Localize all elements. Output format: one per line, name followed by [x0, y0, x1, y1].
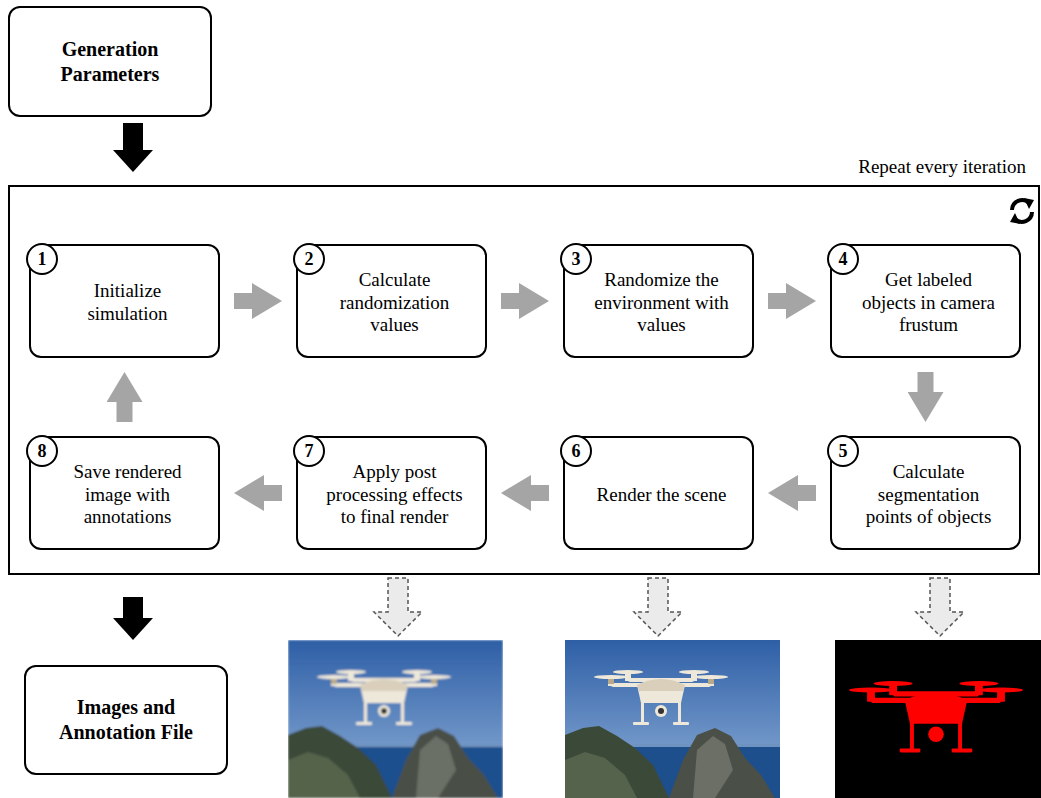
step-text: Apply post processing effects to final r…	[298, 451, 485, 535]
process-box: 1Initialize simulation	[29, 244, 220, 358]
dashed-arrows	[374, 578, 964, 636]
step-text: Save rendered image with annotations	[31, 451, 218, 535]
rendered-image	[565, 640, 780, 798]
callout-number: 2	[293, 243, 325, 275]
flow-arrow	[117, 402, 133, 422]
mask-drone	[849, 681, 1023, 753]
process-box: 4Get labeled objects in camera frustum	[830, 244, 1021, 358]
loop-label: Repeat every iteration	[858, 156, 1026, 179]
callout-number: 6	[560, 435, 592, 467]
flow-arrow	[264, 485, 282, 501]
refresh-head	[1010, 213, 1020, 224]
callout-number: 5	[827, 435, 859, 467]
step-text: Render the scene	[569, 474, 749, 513]
terminal-text: Images and Annotation File	[26, 695, 226, 745]
callout-number: 3	[560, 243, 592, 275]
refresh-icon	[1010, 198, 1034, 224]
callout-number: 8	[26, 435, 58, 467]
process-box: 7Apply post processing effects to final …	[296, 436, 487, 550]
callout-number: 4	[827, 243, 859, 275]
mask-ground	[835, 640, 1041, 798]
step-text: Calculate randomization values	[298, 259, 485, 343]
dashed-arrow	[916, 578, 964, 636]
flow-arrow	[768, 293, 786, 309]
flow-arrow	[123, 597, 143, 618]
photo	[565, 640, 780, 798]
flow-arrow	[918, 372, 934, 392]
callout-number: 7	[293, 435, 325, 467]
post-processed-image	[288, 640, 503, 798]
flow-arrow	[531, 485, 549, 501]
process-box: 5Calculate segmentation points of object…	[830, 436, 1021, 550]
process-box: 6Render the scene	[563, 436, 754, 550]
flow-arrow	[798, 485, 816, 501]
loop-frame: Repeat every iteration1Initialize simula…	[8, 185, 1040, 575]
terminal-box: Generation Parameters	[8, 6, 212, 117]
refresh-head	[1024, 198, 1034, 209]
step-text: Calculate segmentation points of objects	[832, 451, 1019, 535]
callout-number: 1	[26, 243, 58, 275]
process-box: 2Calculate randomization values	[296, 244, 487, 358]
terminal-box: Images and Annotation File	[24, 665, 228, 775]
flow-arrow	[123, 123, 143, 150]
flow-arrow	[234, 293, 252, 309]
photo	[288, 640, 503, 798]
segmentation-mask	[835, 640, 1041, 798]
process-box: 3Randomize the environment with values	[563, 244, 754, 358]
dashed-arrow	[634, 578, 682, 636]
process-box: 8Save rendered image with annotations	[29, 436, 220, 550]
step-text: Initialize simulation	[31, 270, 218, 332]
dashed-arrow	[374, 578, 422, 636]
step-text: Randomize the environment with values	[565, 259, 752, 343]
flow-arrow	[501, 293, 519, 309]
terminal-text: Generation Parameters	[10, 37, 210, 87]
step-text: Get labeled objects in camera frustum	[832, 259, 1019, 343]
